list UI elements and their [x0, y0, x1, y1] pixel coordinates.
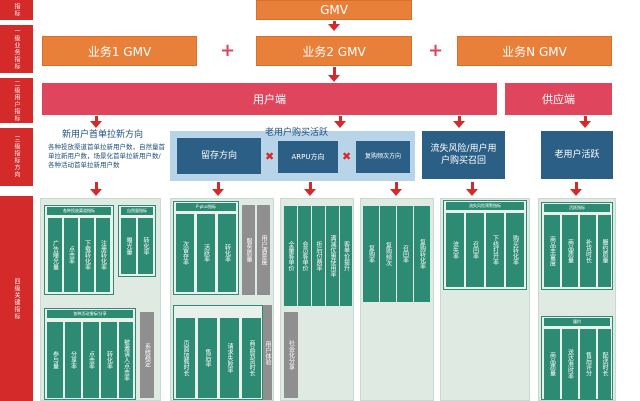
level-label-2: 二级用户指标	[0, 78, 33, 123]
metric-bar: 点击率	[64, 218, 78, 292]
level-label-0: 指标	[0, 0, 33, 20]
group-title: P-plus指标	[176, 203, 236, 211]
supply-side-box: 供应端	[505, 83, 612, 115]
new-user-title: 新用户首单拉新方向	[62, 130, 144, 140]
metric-bar: 被邀请人点击率	[119, 322, 133, 398]
level-label-4: 四级关键指标	[0, 196, 33, 401]
metric-bar: 点击率	[83, 322, 99, 398]
metric-bar: 曝光量	[121, 218, 136, 274]
metric-bar: 商品到货时长	[242, 318, 261, 398]
business-1-gmv-box: 业务1 GMV	[42, 36, 197, 66]
group-title: 自然量指标	[121, 207, 153, 215]
metric-bar: 参与量	[47, 322, 63, 398]
plus-sign-2: +	[428, 40, 444, 61]
level-label-1: 一级业务指标	[0, 25, 33, 73]
plus-sign-1: +	[220, 40, 236, 61]
new-user-desc: 各种投放渠道首单拉新用户数，自然量首单拉新用户数，场景化首单拉新用户数/各种活动…	[48, 143, 165, 169]
group-title: 各种活动指标/分享	[47, 310, 133, 318]
metric-bar: 社会化分享	[284, 312, 298, 398]
metric-bar: 客单价提升	[340, 206, 352, 306]
metric-bar: 用户体验	[263, 305, 272, 400]
metric-bar: 召回率	[397, 206, 413, 302]
metric-bar: 会员客单价	[298, 206, 311, 306]
metric-bar: 满减优惠使用率	[326, 206, 339, 306]
metric-bar: 页面加载时长	[176, 318, 195, 398]
metric-bar: 分享率	[65, 322, 81, 398]
level-label-3: 三级指标方向	[0, 128, 33, 186]
metric-bar: 复购转化率	[414, 206, 430, 302]
group-title: 活跃指标	[544, 204, 610, 212]
metric-bar: 购买转化率	[506, 213, 524, 287]
metric-bar: 注册转化率	[96, 218, 110, 292]
metric-bar: 售后评分	[580, 329, 596, 399]
business-n-gmv-box: 业务N GMV	[457, 36, 612, 66]
business-2-gmv-box: 业务2 GMV	[256, 36, 412, 66]
metric-bar: 活跃率	[197, 214, 215, 292]
metric-bar: 履约质量	[598, 215, 611, 287]
old-user-active-box: 老用户活跃	[541, 131, 613, 179]
metric-bar: 下载转化率	[80, 218, 94, 292]
multiply-sign-2: ✖	[342, 150, 352, 163]
metric-bar: 送达准时率	[562, 329, 578, 399]
churn-recall-box: 流失风险/用户用户购买召回	[422, 131, 505, 179]
metric-bar: 折后付费率	[312, 206, 325, 306]
metric-bar: 复购频次	[380, 206, 396, 302]
metric-bar: 服务质量	[242, 205, 255, 295]
metric-bar: 补货时长	[580, 215, 596, 287]
metric-bar: 售后率	[198, 318, 217, 398]
metric-bar: 系统稳定	[140, 312, 154, 398]
repurchase-box: 复购频次方向	[356, 141, 410, 173]
retention-box: 留存方向	[177, 138, 261, 174]
metric-bar: 转化率	[138, 218, 153, 274]
multiply-sign-1: ✖	[265, 150, 275, 163]
metric-bar: 次留存率	[176, 214, 194, 292]
metric-bar: 广告曝光量	[48, 218, 62, 292]
metric-bar: 下线打开率	[486, 213, 504, 287]
metric-bar: 配送时长	[598, 329, 611, 399]
group-title: 履约	[544, 318, 610, 326]
group-title: 流失风险预警指标	[446, 202, 524, 210]
metric-bar: 全量客单价	[284, 206, 297, 306]
metric-bar: 用户满意度	[257, 205, 270, 295]
metric-bar: 商品丰富度	[544, 215, 560, 287]
metric-bar: 复购率	[363, 206, 379, 302]
user-side-box: 用户端	[42, 83, 497, 115]
old-user-title: 老用户购买活跃	[265, 128, 329, 138]
metric-bar: 召回率	[466, 213, 484, 287]
gmv-box: GMV	[256, 0, 412, 20]
metric-bar: 商品质量	[544, 329, 560, 399]
metric-bar: 流失率	[446, 213, 464, 287]
metric-bar: 请求失败率	[220, 318, 239, 398]
metric-bar: 转化率	[218, 214, 236, 292]
metric-bar: 商品质量	[562, 215, 578, 287]
arpu-box: ARPU方向	[278, 141, 338, 173]
metric-bar: 转化率	[101, 322, 117, 398]
group-title: 各种投放渠道指标	[47, 207, 111, 215]
